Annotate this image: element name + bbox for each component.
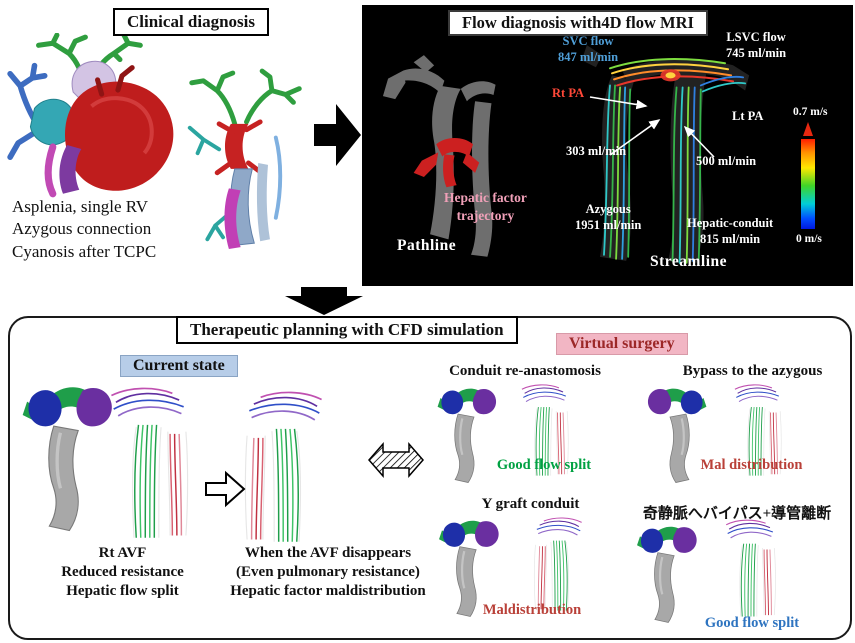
black-arrow-down-icon [285, 287, 363, 315]
azygous-flow-label: Azygous 1951 ml/min [575, 201, 641, 234]
svc-flow-value: 847 ml/min [558, 50, 619, 65]
hypothesis-line: When the AVF disappears [244, 545, 412, 561]
hepatic-factor-trajectory-label: Hepatic factor trajectory [444, 189, 527, 224]
colorbar-max-label: 0.7 m/s [793, 106, 828, 118]
colorbar-up-arrow-icon [803, 122, 813, 136]
azygous-name: Azygous [585, 202, 631, 216]
hepatic-conduit-name: Hepatic-conduit [687, 216, 774, 230]
flow-annotation-arrows [589, 96, 715, 158]
lsvc-flow-name: LSVC flow [726, 30, 786, 44]
virtual-surgery-label: Virtual surgery [556, 333, 688, 355]
option-2-title: Bypass to the azygous [682, 363, 823, 379]
option-1-result: Good flow split [496, 457, 592, 473]
rt-pa-label: Rt PA [552, 86, 585, 100]
option-4-result: Good flow split [704, 615, 800, 631]
hypothesis-line: (Even pulmonary resistance) [236, 563, 420, 580]
option-4-solid-model [624, 520, 708, 624]
lsvc-flow-value: 745 ml/min [726, 46, 787, 61]
option-4-streamline-model [708, 516, 802, 618]
option-1-title: Conduit re-anastomosis [449, 363, 601, 379]
lsvc-flow-label: LSVC flow 745 ml/min [726, 29, 786, 62]
pathline-caption: Pathline [397, 237, 457, 254]
clinical-findings: Asplenia, single RV Azygous connection C… [12, 196, 156, 263]
option-4-title: 奇静脈へバイパス+導管離断 [642, 506, 832, 522]
cfd-title: Therapeutic planning with CFD simulation [176, 316, 518, 344]
finding-line: Cyanosis after TCPC [12, 241, 157, 261]
current-findings-text: Rt AVF Reduced resistance Hepatic flow s… [25, 544, 220, 600]
svc-flow-label: SVC flow 847 ml/min [558, 33, 618, 66]
option-3-title: Y graft conduit [481, 496, 580, 512]
hatched-double-arrow-icon [368, 442, 424, 478]
colorbar-min-label: 0 m/s [796, 233, 822, 245]
finding-line: Azygous connection [12, 219, 152, 239]
current-finding-line: Hepatic flow split [66, 582, 179, 599]
hepatic-conduit-value: 815 ml/min [700, 232, 761, 247]
lpa-flow-label: 500 ml/min [696, 154, 757, 168]
hepatic-factor-line1: Hepatic factor [444, 190, 527, 205]
mri-panel: Flow diagnosis with4D flow MRI SVC flow … [362, 5, 853, 286]
rpa-flow-label: 303 ml/min [566, 144, 627, 158]
velocity-colorbar [801, 139, 815, 229]
lt-pa-label: Lt PA [732, 109, 764, 123]
segmented-vessel-model-image [180, 66, 312, 258]
clinical-title: Clinical diagnosis [113, 8, 270, 36]
finding-line: Asplenia, single RV [12, 197, 149, 216]
svc-flow-name: SVC flow [562, 34, 614, 48]
black-arrow-right-icon [314, 104, 361, 166]
current-finding-line: Rt AVF [98, 545, 147, 561]
hepatic-conduit-flow-label: Hepatic-conduit 815 ml/min [687, 215, 773, 248]
heart-3d-model-image [4, 33, 182, 201]
streamline-caption: Streamline [650, 253, 728, 270]
current-state-label: Current state [120, 355, 238, 377]
cfd-current-streamline-model [100, 382, 212, 540]
current-finding-line: Reduced resistance [61, 563, 184, 580]
hepatic-factor-line2: trajectory [456, 207, 515, 223]
mri-title: Flow diagnosis with4D flow MRI [448, 10, 708, 36]
option-3-streamline-model [510, 514, 598, 612]
white-arrow-right-icon [205, 470, 246, 508]
hypothesis-line: Hepatic factor maldistribution [230, 582, 426, 599]
hypothesis-text: When the AVF disappears (Even pulmonary … [212, 544, 444, 600]
cfd-future-streamline-model [216, 386, 338, 544]
option-3-result: Maldistribution [482, 602, 582, 618]
cfd-section: Therapeutic planning with CFD simulation… [8, 316, 852, 640]
azygous-value: 1951 ml/min [575, 218, 642, 233]
option-2-result: Mal distribution [700, 457, 803, 473]
